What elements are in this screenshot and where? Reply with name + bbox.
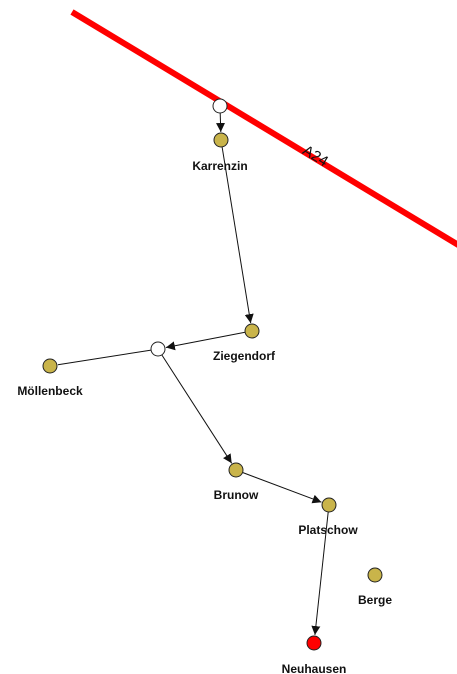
town-node-platschow[interactable] (321, 497, 337, 513)
edge-brunow-to-platschow (242, 472, 322, 504)
town-label-platschow: Platschow (298, 523, 358, 537)
highway-a24 (70, 9, 457, 248)
edge-j-a24-to-karrenzin (216, 112, 226, 133)
town-label-karrenzin: Karrenzin (192, 159, 247, 173)
edge-platschow-to-neuhausen (311, 511, 329, 636)
town-label-neuhausen: Neuhausen (282, 662, 347, 674)
town-label-brunow: Brunow (214, 488, 259, 502)
town-label-ziegendorf: Ziegendorf (213, 349, 276, 363)
labels-layer: KarrenzinZiegendorfMöllenbeckBrunowPlats… (17, 159, 392, 674)
junction-node-j-mid[interactable] (150, 341, 166, 357)
town-label-berge: Berge (358, 593, 392, 607)
edge-j-mid-to-brunow (161, 354, 233, 464)
junction-node-j-a24[interactable] (212, 98, 228, 114)
town-node-neuhausen[interactable] (306, 635, 322, 651)
edge-ziegendorf-to-j-mid (165, 331, 246, 351)
edge-j-mid-to-moellenbeck (57, 349, 152, 366)
town-label-moellenbeck: Möllenbeck (17, 384, 83, 398)
town-node-moellenbeck[interactable] (42, 358, 58, 374)
edges-layer (57, 112, 329, 636)
edge-karrenzin-to-ziegendorf (221, 146, 254, 324)
town-node-brunow[interactable] (228, 462, 244, 478)
nodes-layer (42, 98, 383, 651)
town-node-berge[interactable] (367, 567, 383, 583)
town-node-ziegendorf[interactable] (244, 323, 260, 339)
town-node-karrenzin[interactable] (213, 132, 229, 148)
